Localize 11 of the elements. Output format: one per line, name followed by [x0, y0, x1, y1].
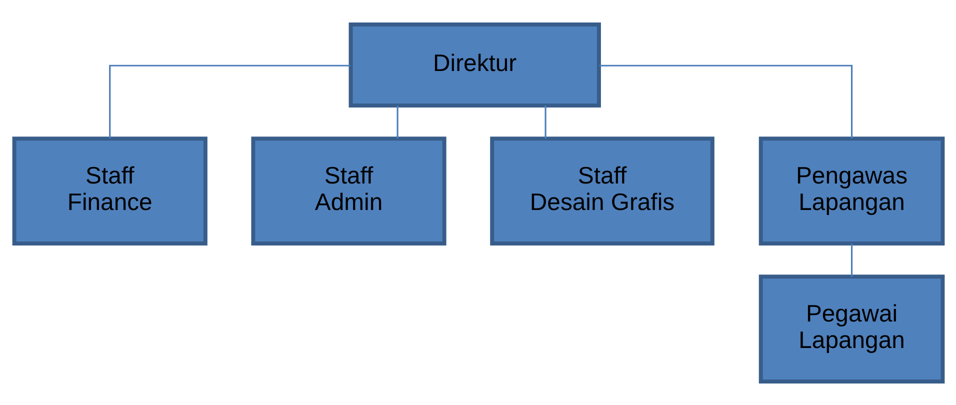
connector — [396, 105, 398, 138]
connector — [850, 243, 852, 276]
connector — [544, 105, 546, 138]
connector — [108, 64, 350, 138]
node-box: Pengawas Lapangan — [758, 136, 944, 245]
node-box: Pegawai Lapangan — [758, 274, 944, 383]
node-box: Staff Desain Grafis — [490, 136, 714, 245]
node-box: Direktur — [348, 22, 600, 107]
connector — [598, 64, 852, 138]
node-box: Staff Finance — [12, 136, 207, 245]
node-box: Staff Admin — [250, 136, 446, 245]
